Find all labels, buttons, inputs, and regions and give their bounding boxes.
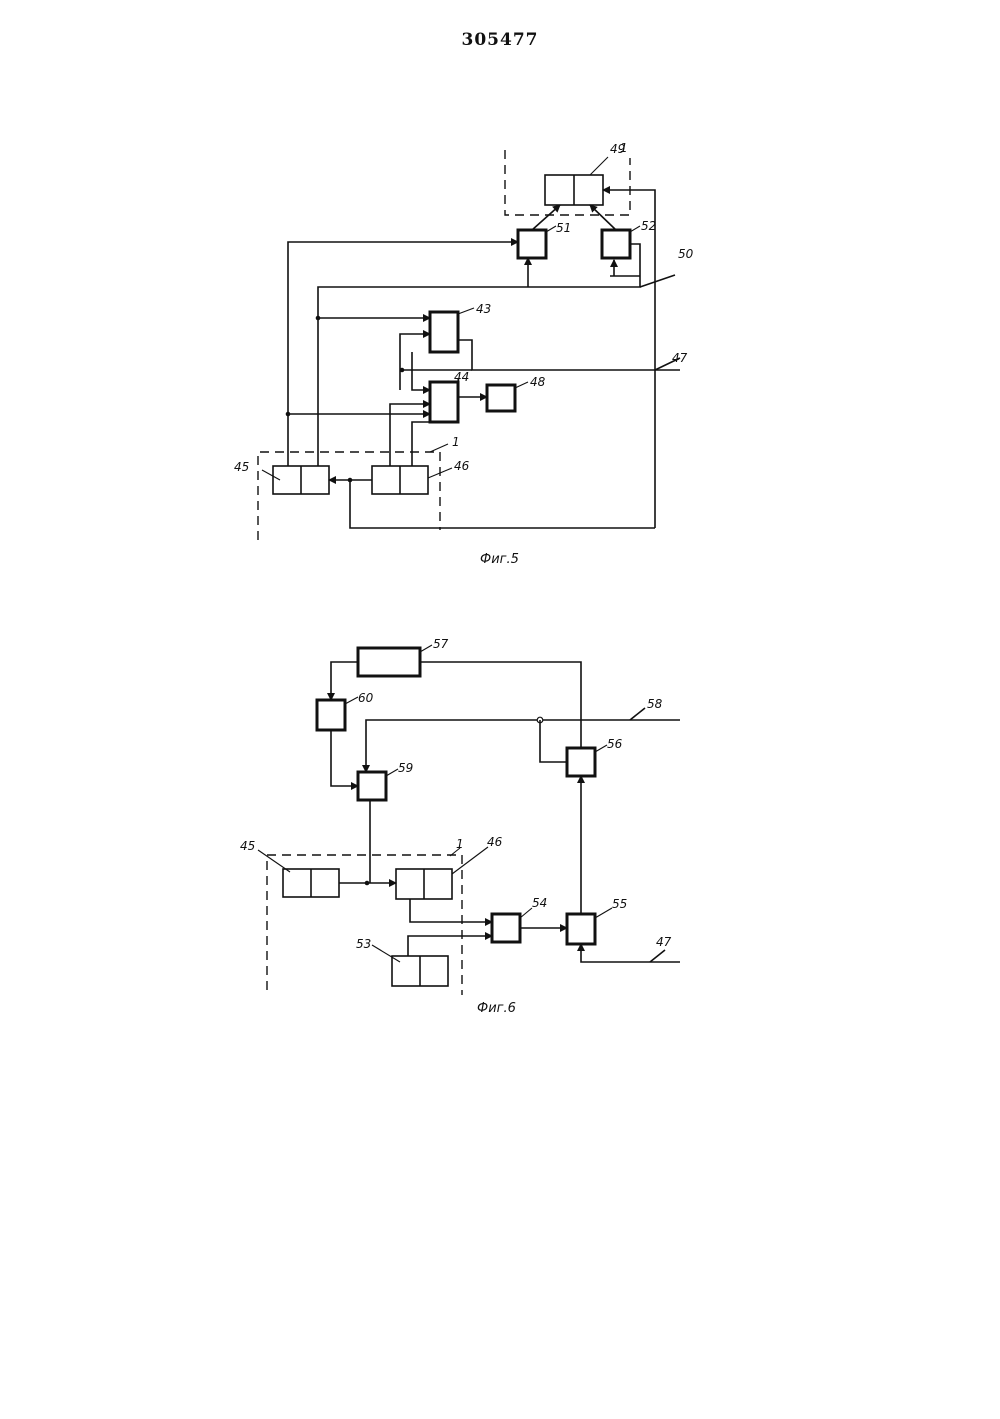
block-56	[567, 748, 595, 776]
fig6-label-59: 59	[398, 761, 413, 775]
fig5-label-43: 43	[476, 302, 491, 316]
fig5-label-51: 51	[556, 221, 571, 235]
block-53	[392, 956, 448, 986]
fig6-caption: Фиг.6	[477, 1001, 516, 1016]
fig6-label-54: 54	[532, 896, 547, 910]
fig5-label-52: 52	[641, 219, 656, 233]
fig6-leaders	[258, 645, 612, 962]
block-51	[518, 230, 546, 258]
block-57	[358, 648, 420, 676]
fig5-label-1-bottom: 1	[452, 435, 460, 449]
block-59	[358, 772, 386, 800]
fig5-label-45: 45	[234, 460, 249, 474]
fig6-label-58: 58	[647, 697, 663, 711]
fig6-label-46: 46	[487, 835, 503, 849]
fig5-caption: Фиг.5	[480, 552, 519, 567]
page-number: 305477	[0, 30, 1000, 50]
fig6-label-55: 55	[612, 897, 627, 911]
fig6-label-60: 60	[358, 691, 374, 705]
fig5-label-44: 44	[454, 370, 469, 384]
block-44	[430, 382, 458, 422]
block-49	[545, 175, 603, 205]
fig5-label-50: 50	[678, 247, 694, 261]
block-45-fig6	[283, 869, 339, 897]
fig6-label-45: 45	[240, 839, 255, 853]
block-46-fig6	[396, 869, 452, 899]
fig5-label-47: 47	[672, 351, 688, 365]
fig6-label-53: 53	[356, 937, 371, 951]
fig6-label-56: 56	[607, 737, 623, 751]
block-60	[317, 700, 345, 730]
block-54	[492, 914, 520, 942]
block-52	[602, 230, 630, 258]
block-48	[487, 385, 515, 411]
block-46	[372, 466, 428, 494]
figure-5: 49 1 51 52 50 43 47 44 48 1 45 46 Фиг.5	[234, 141, 694, 567]
fig5-label-46: 46	[454, 459, 470, 473]
figure-6: 57 58 60 59 56 45 1 46 54 55 53 47 Фиг.6	[240, 637, 680, 1016]
fig6-label-1: 1	[456, 837, 464, 851]
block-55	[567, 914, 595, 944]
fig5-label-1-top: 1	[620, 141, 628, 155]
fig6-label-57: 57	[433, 637, 449, 651]
fig6-label-47: 47	[656, 935, 672, 949]
block-45	[273, 466, 329, 494]
fig5-label-48: 48	[530, 375, 546, 389]
block-43	[430, 312, 458, 352]
